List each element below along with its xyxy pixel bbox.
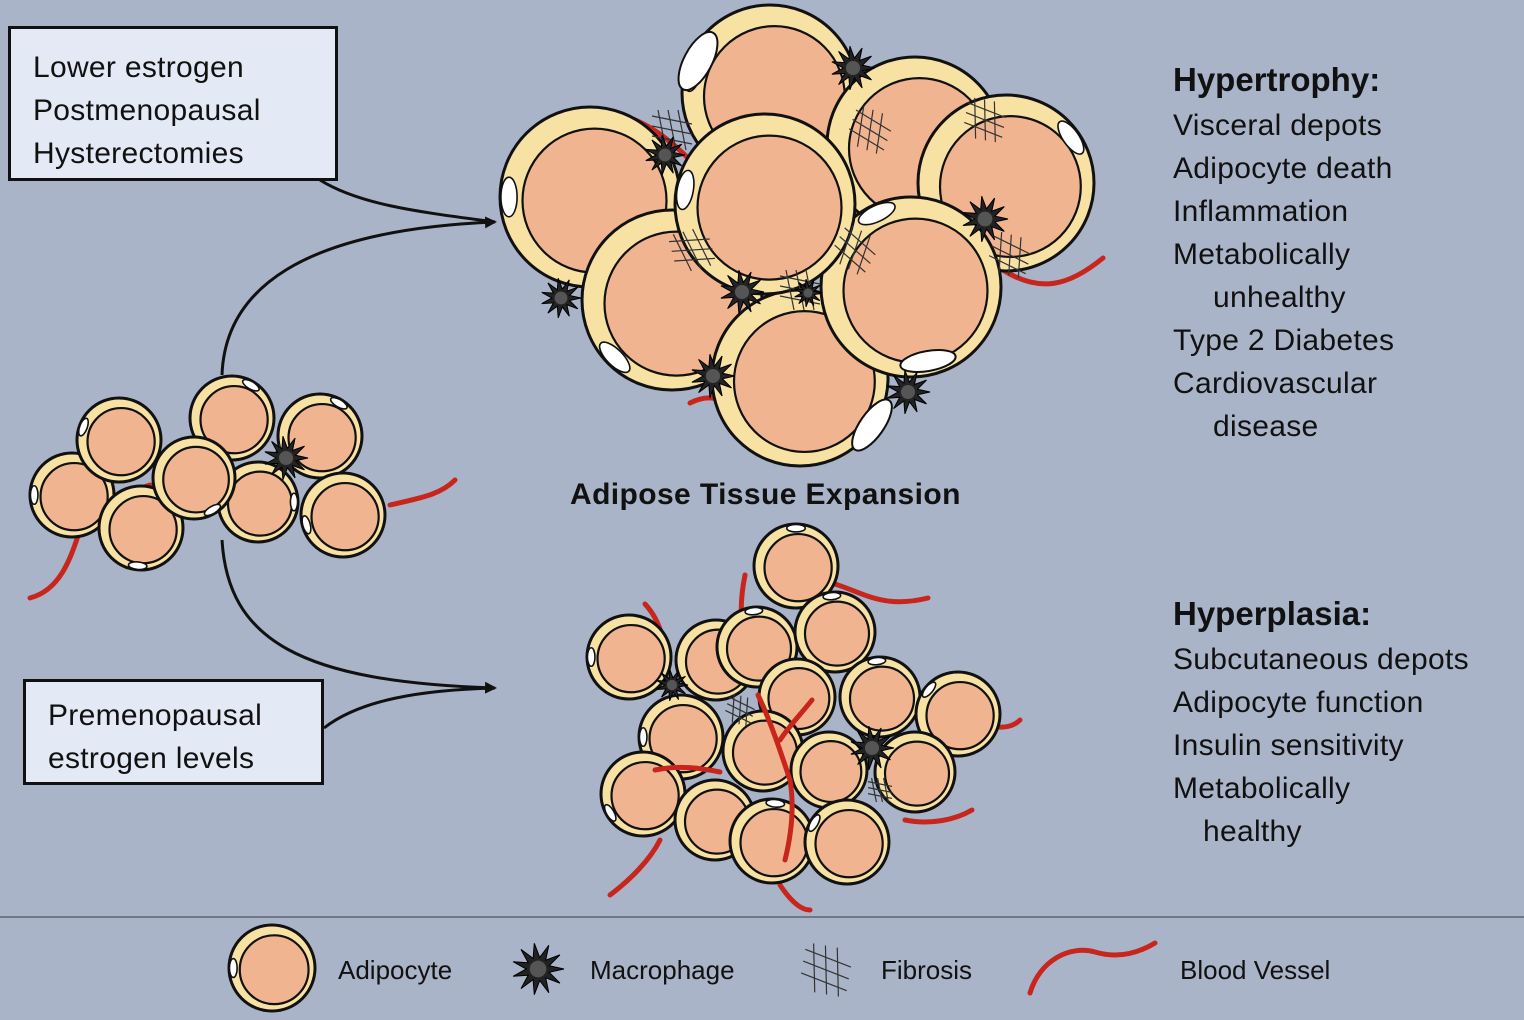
adipocyte <box>227 923 317 1013</box>
hyperplasia-title: Hyperplasia: <box>1173 595 1372 632</box>
condition-text: estrogen levels <box>48 742 255 775</box>
adipocyte <box>299 471 387 559</box>
hyperplastic-adipose-cluster <box>585 522 1023 913</box>
adipocyte <box>673 112 857 296</box>
hypertrophy-item: Inflammation <box>1173 195 1349 228</box>
small-adipose-cluster <box>27 374 458 601</box>
fibrosis <box>725 693 755 727</box>
hypertrophy-item: unhealthy <box>1213 281 1346 314</box>
macrophage-core <box>864 740 880 756</box>
hyperplasia-item: Adipocyte function <box>1173 686 1424 719</box>
macrophage-core <box>529 960 547 978</box>
blood-vessel <box>1027 940 1158 996</box>
condition-text: Premenopausal <box>48 699 263 732</box>
hypertrophy-item: disease <box>1213 410 1319 443</box>
arrow-condition-top <box>319 178 496 224</box>
hypertrophy-item: Adipocyte death <box>1173 152 1393 185</box>
adipocyte <box>819 195 1003 379</box>
condition-box-premenopausal: Premenopausal estrogen levels <box>23 679 324 785</box>
blood-vessel <box>755 692 795 863</box>
adipocyte <box>97 484 185 572</box>
hyperplasia-item: Insulin sensitivity <box>1173 729 1404 762</box>
legend-label-adipocyte: Adipocyte <box>338 955 453 985</box>
macrophage-core <box>845 60 861 76</box>
adipocyte <box>599 750 687 838</box>
hyperplasia-item: Metabolically <box>1173 772 1351 805</box>
blood-vessel <box>777 697 815 743</box>
legend-label-macrophage: Macrophage <box>590 955 735 985</box>
adipocyte-nucleus <box>851 398 893 452</box>
adipocyte <box>151 435 237 521</box>
adipocyte <box>752 522 840 610</box>
arrow-condition-bottom <box>323 686 496 730</box>
condition-text: Hysterectomies <box>33 137 244 170</box>
fibrosis <box>834 225 876 275</box>
macrophage-core <box>705 368 721 384</box>
hyperplasia-item: healthy <box>1203 815 1302 848</box>
fibrosis <box>867 777 893 803</box>
adipocyte <box>75 396 163 484</box>
hyperplasia-item: Subcutaneous depots <box>1173 643 1469 676</box>
legend-label-blood-vessel: Blood Vessel <box>1180 955 1331 985</box>
macrophage-core <box>734 284 750 300</box>
adipocyte <box>216 460 300 544</box>
adipocyte-nucleus <box>899 349 957 373</box>
adipocyte <box>728 797 816 885</box>
hypertrophy-item: Cardiovascular <box>1173 367 1378 400</box>
hypertrophy-item: Metabolically <box>1173 238 1351 271</box>
condition-text: Postmenopausal <box>33 94 261 127</box>
fibrosis <box>800 943 852 997</box>
hyperplasia-list: Hyperplasia: Subcutaneous depots Adipocy… <box>1173 592 1469 853</box>
blood-vessel <box>652 764 723 775</box>
fibrosis <box>848 106 892 154</box>
arrow-small-to-hyperplasia <box>220 539 497 694</box>
blood-vessel <box>902 807 975 825</box>
fibrosis <box>988 232 1032 278</box>
blood-vessel <box>777 882 813 913</box>
blood-vessel <box>607 837 663 898</box>
macrophage-core <box>658 148 672 162</box>
fibrosis <box>964 97 1006 143</box>
arrow-small-to-hypertrophy <box>220 216 497 376</box>
blood-vessel <box>997 255 1106 287</box>
adipocyte <box>873 730 957 814</box>
blood-vessel <box>387 477 458 508</box>
adipocyte <box>793 590 877 674</box>
adipose-expansion-label: Adipose Tissue Expansion <box>570 478 961 511</box>
adipocyte <box>838 655 922 739</box>
adipocyte <box>585 613 673 701</box>
adipocyte <box>188 374 276 462</box>
macrophage-core <box>278 450 294 466</box>
macrophage-core <box>666 679 678 691</box>
blood-vessel <box>825 579 931 605</box>
adipocyte <box>803 798 891 886</box>
hypertrophy-item: Type 2 Diabetes <box>1173 324 1395 357</box>
legend-label-fibrosis: Fibrosis <box>881 955 973 985</box>
condition-text: Lower estrogen <box>33 51 244 84</box>
adipocyte <box>914 670 1002 758</box>
hypertrophy-item: Visceral depots <box>1173 109 1383 142</box>
fibrosis <box>669 228 715 272</box>
legend <box>227 923 1158 1013</box>
adipocyte-nucleus <box>677 30 719 92</box>
hypertrophy-title: Hypertrophy: <box>1173 61 1381 98</box>
condition-box-lower-estrogen: Lower estrogen Postmenopausal Hysterecto… <box>8 26 338 181</box>
macrophage-core <box>977 211 993 227</box>
hypertrophic-adipose-cluster <box>498 3 1106 468</box>
macrophage-core <box>900 384 916 400</box>
hypertrophy-list: Hypertrophy: Visceral depots Adipocyte d… <box>1173 58 1394 448</box>
macrophage-core <box>554 291 568 305</box>
macrophage-core <box>803 288 813 298</box>
